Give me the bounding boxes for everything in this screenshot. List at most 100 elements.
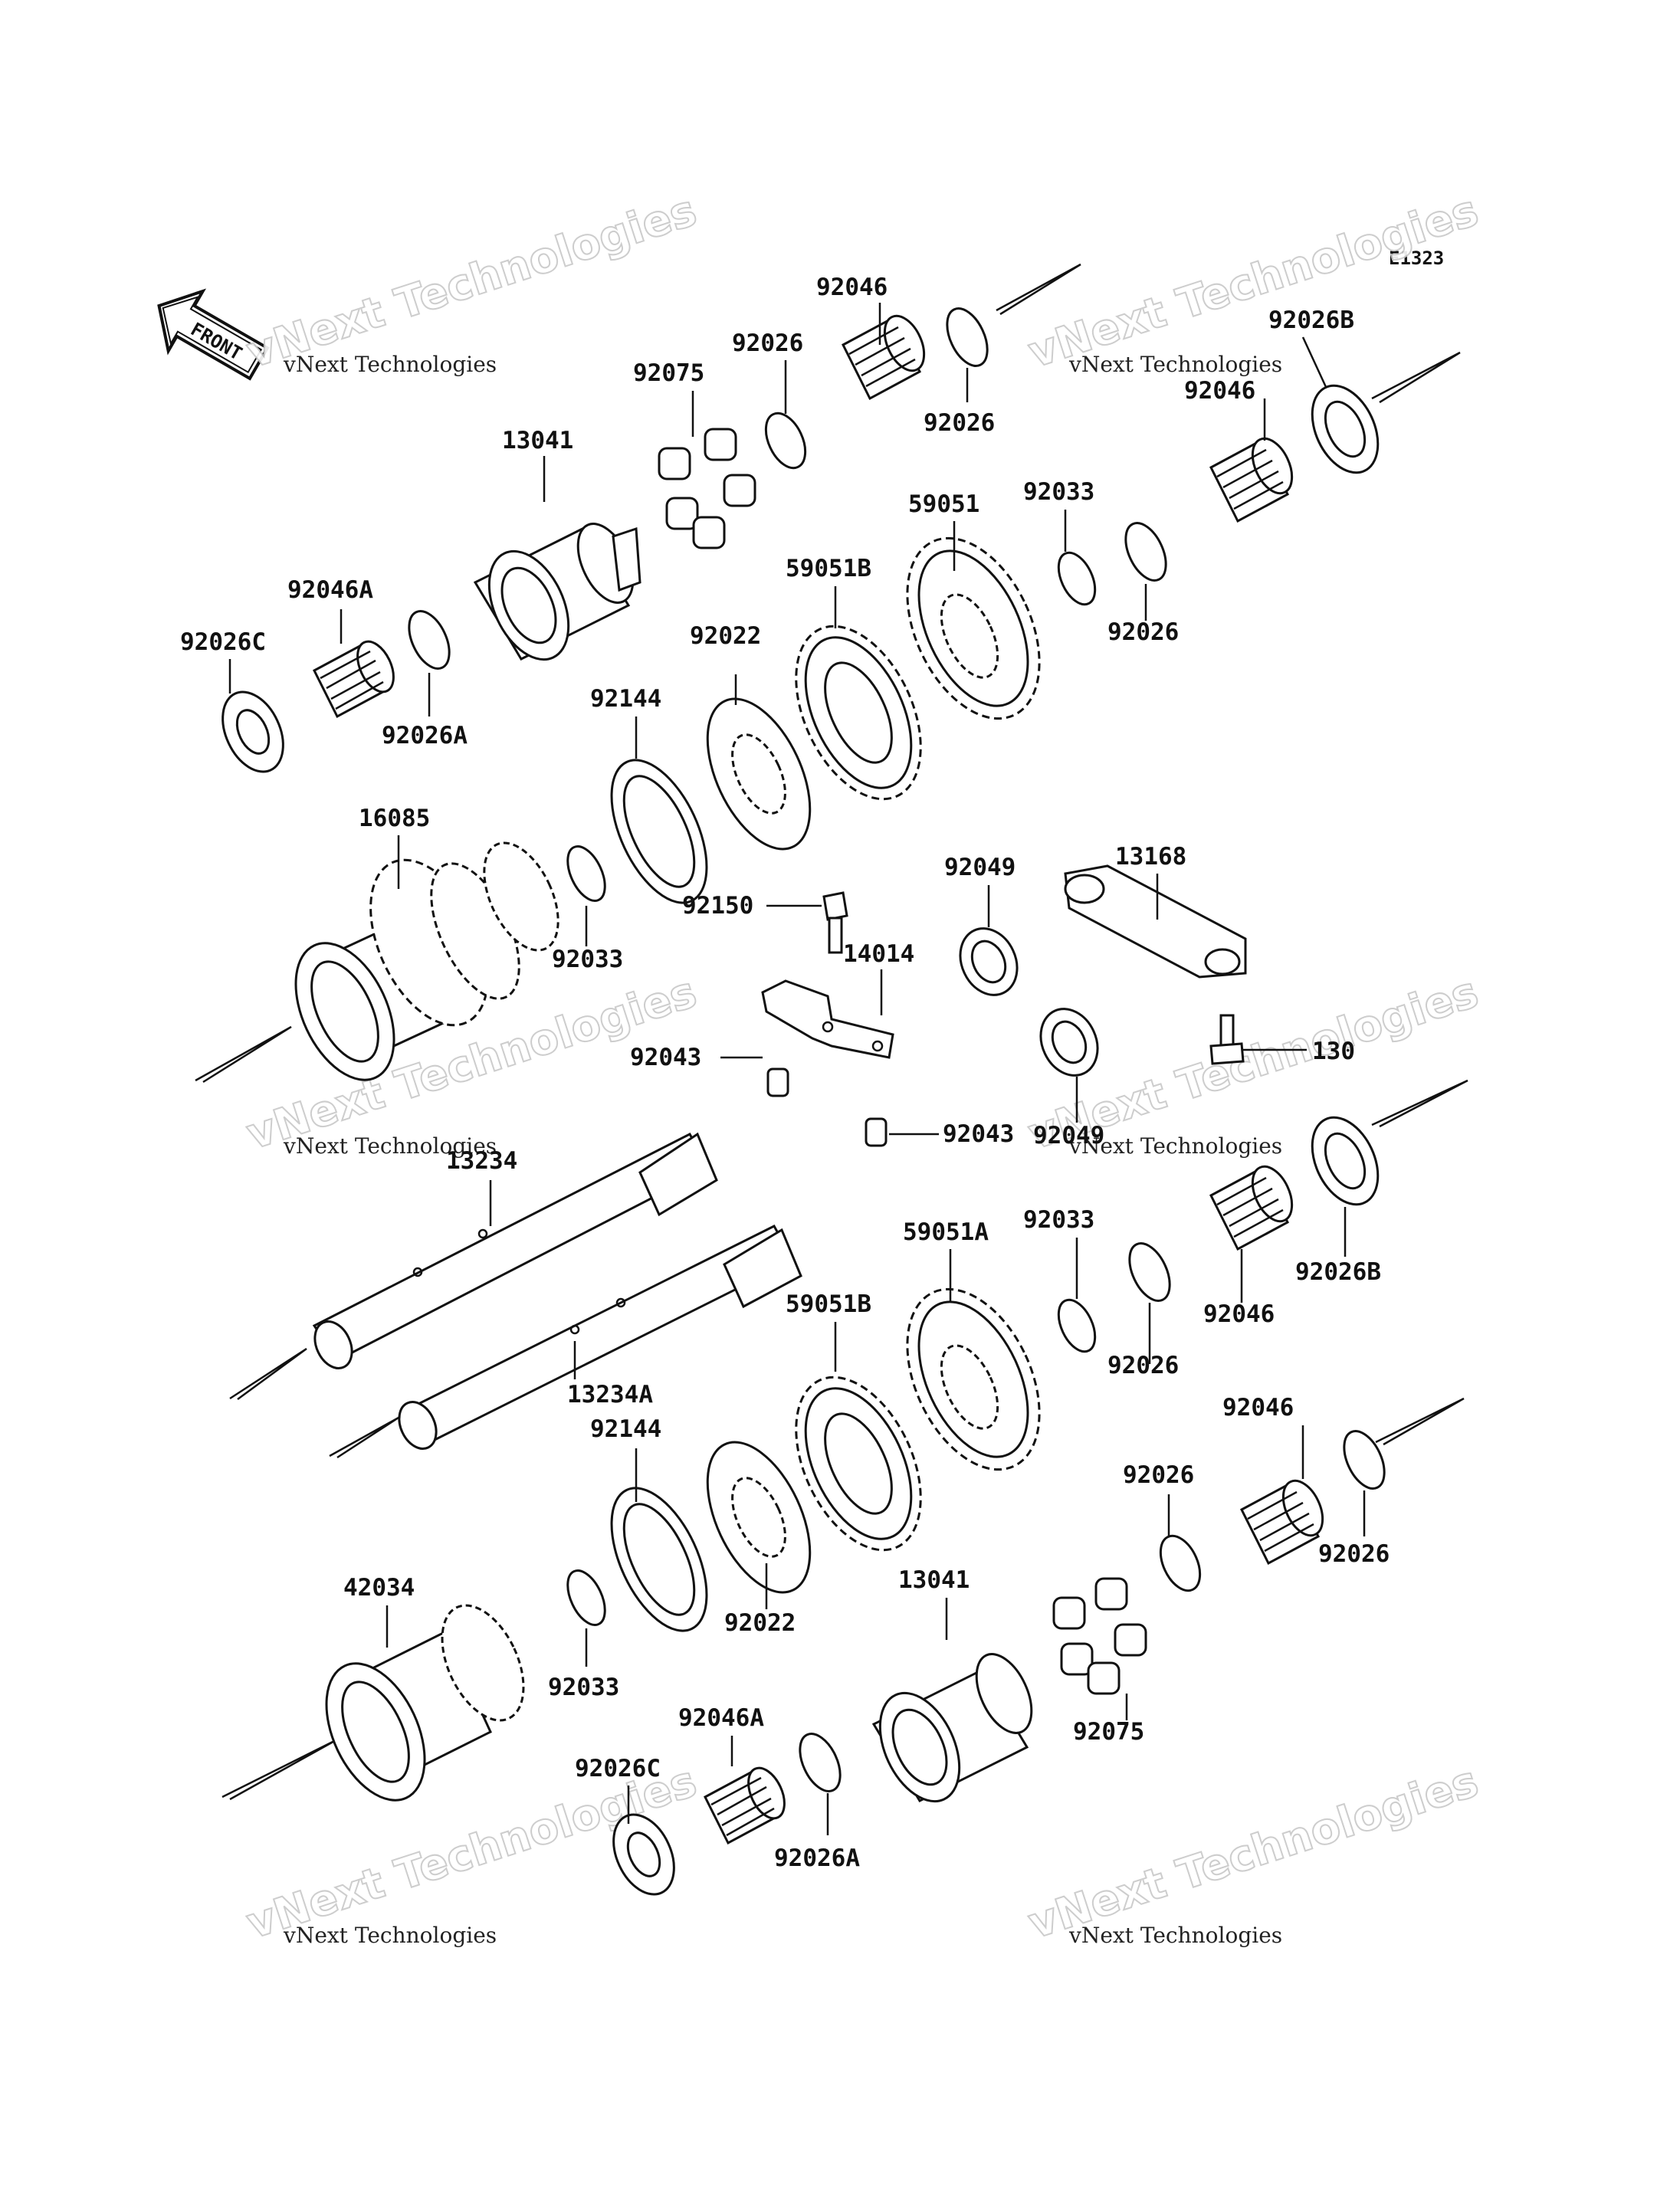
- oil-seal-92049-a[interactable]: [950, 919, 1027, 1004]
- needle-bearing-92046-low[interactable]: [1209, 1160, 1300, 1251]
- hub-13041-top[interactable]: [473, 515, 645, 672]
- label-92026-b: 92026: [924, 409, 995, 437]
- svg-text:vNext Technologies: vNext Technologies: [1068, 352, 1282, 377]
- needle-bearing-92046A-top[interactable]: [313, 636, 401, 719]
- splined-washer-92022-top[interactable]: [687, 684, 831, 865]
- label-92026C-top: 92026C: [180, 628, 266, 656]
- label-59051B-top: 59051B: [786, 555, 871, 582]
- axis-arrows: [195, 263, 1468, 1801]
- circlip-92026A-low[interactable]: [792, 1727, 848, 1797]
- label-92026B-top: 92026B: [1268, 307, 1354, 334]
- label-92022-top: 92022: [690, 622, 761, 650]
- label-13041-low: 13041: [898, 1566, 970, 1594]
- label-92026A-low: 92026A: [774, 1844, 860, 1872]
- circlip-92026-c[interactable]: [1117, 516, 1174, 586]
- needle-bearing-92046-low2[interactable]: [1240, 1474, 1331, 1566]
- svg-text:vNext Technologies: vNext Technologies: [1022, 1756, 1484, 1949]
- label-92046A-top: 92046A: [287, 576, 373, 604]
- label-92075-top: 92075: [633, 359, 704, 387]
- svg-text:vNext Technologies: vNext Technologies: [283, 1923, 497, 1948]
- label-92049-a: 92049: [944, 854, 1016, 881]
- oil-seal-92049-b[interactable]: [1030, 999, 1107, 1084]
- gear-59051-top[interactable]: [881, 517, 1066, 739]
- washer-92026C-top[interactable]: [211, 682, 295, 781]
- label-92043-a: 92043: [630, 1044, 701, 1071]
- circlip-92026-d[interactable]: [1121, 1237, 1178, 1307]
- label-13234: 13234: [446, 1147, 517, 1175]
- label-92026-e: 92026: [1123, 1461, 1194, 1489]
- label-92046-top2: 92046: [1184, 377, 1255, 405]
- label-92026C-low: 92026C: [575, 1755, 661, 1782]
- needle-bearing-92046-top-right[interactable]: [1209, 432, 1300, 523]
- label-92046-low: 92046: [1203, 1300, 1275, 1328]
- label-92144-low: 92144: [590, 1415, 661, 1443]
- shaft-13234[interactable]: [308, 1132, 718, 1374]
- gear-59051A[interactable]: [881, 1268, 1066, 1490]
- hub-13041-low[interactable]: [865, 1645, 1043, 1814]
- circlip-92033-low2[interactable]: [560, 1565, 612, 1631]
- label-42034: 42034: [343, 1574, 415, 1602]
- damper-rubber-92075-top[interactable]: [658, 428, 756, 549]
- label-92026B-low: 92026B: [1295, 1258, 1381, 1286]
- label-16085: 16085: [359, 805, 430, 832]
- plate-14014[interactable]: [761, 979, 894, 1059]
- label-13234A: 13234A: [567, 1381, 653, 1408]
- label-92075-low: 92075: [1073, 1718, 1144, 1746]
- circlip-92026A-top[interactable]: [401, 605, 458, 674]
- washer-92026B-top[interactable]: [1299, 375, 1391, 484]
- label-59051: 59051: [908, 490, 979, 518]
- label-92043-b: 92043: [943, 1120, 1014, 1148]
- svg-text:vNext Technologies: vNext Technologies: [283, 352, 497, 377]
- label-92033-low2: 92033: [548, 1674, 619, 1701]
- svg-text:vNext Technologies: vNext Technologies: [283, 1133, 497, 1159]
- circlip-92026-f[interactable]: [1336, 1425, 1393, 1494]
- label-13168: 13168: [1115, 843, 1186, 871]
- svg-text:vNext Technologies: vNext Technologies: [1022, 185, 1484, 378]
- label-92033-low: 92033: [1023, 1206, 1094, 1234]
- gear-59051B-low[interactable]: [771, 1358, 946, 1570]
- label-92022-low: 92022: [724, 1609, 796, 1637]
- watermark-bottom-right: vNext Technologies vNext Technologies: [1022, 1756, 1485, 1949]
- label-92046-top: 92046: [816, 274, 888, 301]
- splined-washer-92022-low[interactable]: [687, 1427, 831, 1608]
- bolt-130[interactable]: [1209, 1014, 1245, 1065]
- washer-92144-low[interactable]: [592, 1474, 726, 1645]
- diagram-code: E1323: [1389, 248, 1444, 269]
- circlip-92033-top[interactable]: [1052, 547, 1103, 610]
- circlip-92026-b[interactable]: [939, 302, 996, 372]
- leader-lines: [228, 303, 1366, 1835]
- label-13041-top: 13041: [502, 427, 573, 454]
- washer-92026C-low[interactable]: [602, 1805, 686, 1904]
- dowel-pin-92043-a[interactable]: [766, 1067, 789, 1097]
- gear-cluster-16085[interactable]: [276, 831, 573, 1095]
- label-59051B-low: 59051B: [786, 1290, 871, 1318]
- circlip-92033-mid[interactable]: [560, 841, 612, 907]
- circlip-92026-e[interactable]: [1153, 1530, 1208, 1596]
- needle-bearing-92046-top[interactable]: [842, 310, 932, 401]
- damper-rubber-92075-low[interactable]: [1052, 1577, 1147, 1695]
- bolt-92150[interactable]: [822, 891, 848, 954]
- circlip-92026-a[interactable]: [758, 407, 813, 474]
- front-arrow-icon: FRONT: [157, 288, 270, 381]
- label-130: 130: [1312, 1038, 1355, 1065]
- label-14014: 14014: [843, 940, 914, 968]
- label-92033-mid: 92033: [552, 946, 623, 973]
- shaft-13234A[interactable]: [392, 1225, 802, 1454]
- circlip-92033-low[interactable]: [1052, 1294, 1103, 1357]
- needle-bearing-92046A-low[interactable]: [704, 1763, 792, 1845]
- part-labels: 92046 92026 92075 92026 92026B 92046 130…: [180, 274, 1390, 1872]
- label-92026-c: 92026: [1107, 618, 1179, 646]
- lever-13168[interactable]: [1064, 864, 1247, 979]
- drum-42034[interactable]: [307, 1592, 540, 1815]
- watermark-top-left: vNext Technologies vNext Technologies: [240, 185, 703, 379]
- gear-59051B-top[interactable]: [771, 607, 946, 819]
- label-92150: 92150: [682, 892, 753, 920]
- washer-92144-top[interactable]: [592, 746, 726, 917]
- label-92026A-top: 92026A: [382, 722, 468, 749]
- washer-92026B-low[interactable]: [1299, 1107, 1391, 1215]
- label-92026-f: 92026: [1318, 1540, 1390, 1568]
- label-92033-top: 92033: [1023, 478, 1094, 506]
- svg-text:vNext Technologies: vNext Technologies: [241, 185, 702, 378]
- dowel-pin-92043-b[interactable]: [865, 1117, 888, 1147]
- svg-text:vNext Technologies: vNext Technologies: [1068, 1133, 1282, 1159]
